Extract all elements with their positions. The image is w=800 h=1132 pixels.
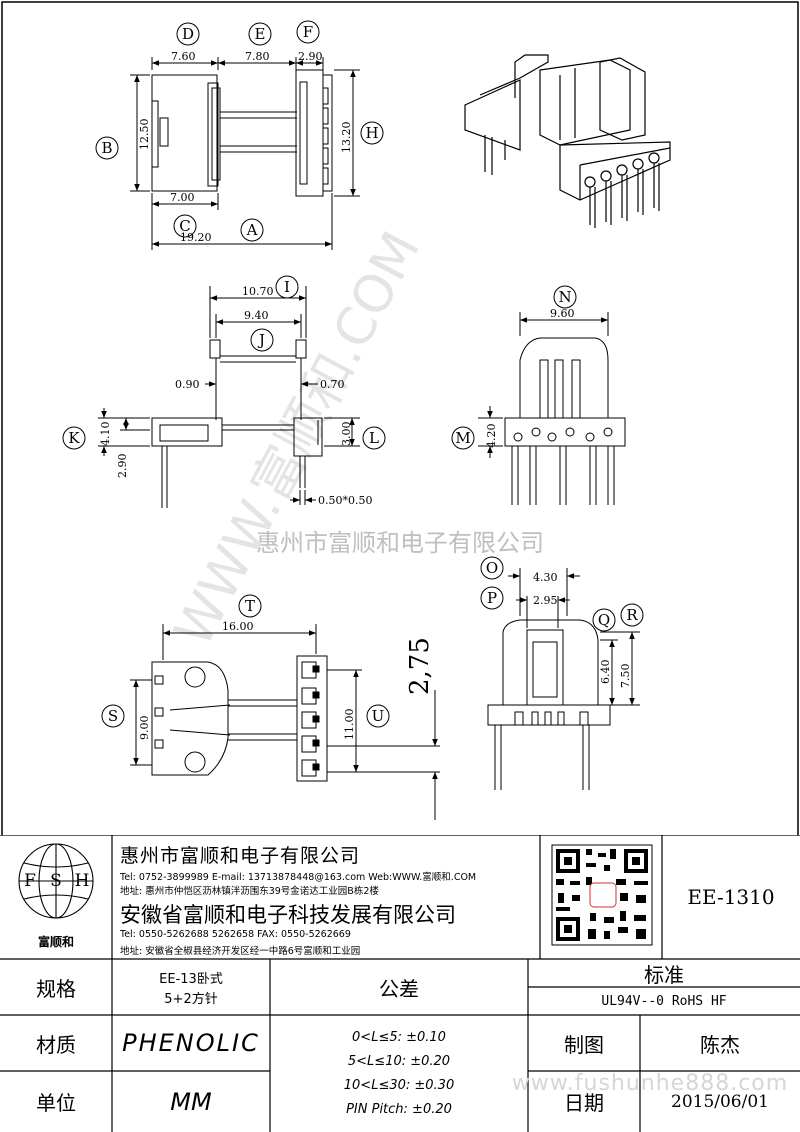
dim-0-70: 0.70 <box>320 378 345 391</box>
label-n: N <box>558 288 571 306</box>
dim-9-00: 9.00 <box>138 716 151 741</box>
company1-name: 惠州市富顺和电子有限公司 <box>120 845 361 867</box>
standard-value: UL94V--0 RoHS HF <box>601 993 727 1009</box>
side-view <box>478 312 626 505</box>
title-block-grid <box>0 835 800 1132</box>
logo-letter-h: H <box>74 871 90 891</box>
qr-code <box>551 844 653 946</box>
company1-tel: Tel: 0752-3899989 E-mail: 13713878448@16… <box>120 872 477 883</box>
drawn-value: 陈杰 <box>700 1032 740 1057</box>
logo-letter-f: F <box>24 871 36 891</box>
dim-2-75: 2,75 <box>405 637 435 695</box>
label-e: E <box>255 25 266 43</box>
isometric-view <box>464 54 671 228</box>
front-view <box>98 286 360 508</box>
label-d: D <box>182 25 194 43</box>
dim-4-30: 4.30 <box>533 571 558 584</box>
unit-label: 单位 <box>36 1091 76 1115</box>
label-h: H <box>365 124 378 142</box>
label-s: S <box>108 707 118 725</box>
bottom-view <box>130 624 440 820</box>
tolerance-3: 10<L≤30: ±0.30 <box>343 1077 455 1093</box>
date-value: 2015/06/01 <box>671 1091 769 1112</box>
tolerance-label: 公差 <box>379 976 419 1001</box>
drawn-label: 制图 <box>564 1032 604 1057</box>
dim-10-70: 10.70 <box>242 285 274 298</box>
label-r: R <box>626 606 638 624</box>
material-label: 材质 <box>36 1032 76 1057</box>
date-label: 日期 <box>564 1091 604 1115</box>
standard-label: 标准 <box>644 962 684 987</box>
top-view <box>130 57 360 250</box>
label-p: P <box>487 589 497 607</box>
dim-9-60: 9.60 <box>550 307 575 320</box>
part-number: EE-1310 <box>687 885 775 909</box>
label-a: A <box>246 221 258 239</box>
label-u: U <box>372 707 385 725</box>
dim-7-60: 7.60 <box>171 50 196 63</box>
label-j: J <box>257 331 265 349</box>
label-i: I <box>284 278 290 296</box>
dim-2-90-top: 2.90 <box>298 50 323 63</box>
dim-7-80: 7.80 <box>245 50 270 63</box>
tolerance-2: 5<L≤10: ±0.20 <box>347 1053 451 1069</box>
dim-2-90-side: 2.90 <box>116 454 129 479</box>
dim-9-40: 9.40 <box>244 309 269 322</box>
label-o: O <box>486 559 498 577</box>
dim-4-20: 4.20 <box>485 424 498 449</box>
dim-0-90: 0.90 <box>175 378 200 391</box>
dim-3-00: 3.00 <box>340 422 353 447</box>
company2-address: 地址: 安徽省全椒县经济开发区经一中路6号富顺和工业园 <box>120 946 361 957</box>
dim-11-00: 11.00 <box>343 709 356 741</box>
spec-value-1: EE-13卧式 <box>159 971 223 987</box>
logo-name: 富顺和 <box>37 934 74 949</box>
dim-6-40: 6.40 <box>599 660 612 685</box>
dim-7-50: 7.50 <box>619 664 632 689</box>
label-f: F <box>303 23 313 41</box>
dim-4-10: 4.10 <box>99 422 112 447</box>
material-value: PHENOLIC <box>122 1029 260 1057</box>
dim-0-50x0-50: 0.50*0.50 <box>318 494 372 507</box>
unit-value: MM <box>170 1087 212 1116</box>
dim-16-00: 16.00 <box>222 620 254 633</box>
company2-tel: Tel: 0550-5262688 5262658 FAX: 0550-5262… <box>120 929 351 940</box>
dim-13-20: 13.20 <box>340 122 353 154</box>
end-view <box>487 568 640 790</box>
watermark-center-text: 惠州市富顺和电子有限公司 <box>256 529 544 557</box>
label-k: K <box>68 429 80 447</box>
title-block: F S H 富顺和 惠州市富顺和电子有限公司 Tel: 0752-3899989… <box>0 835 800 1132</box>
label-circles-top <box>95 20 384 242</box>
dim-12-50: 12.50 <box>138 119 151 151</box>
spec-value-2: 5+2方针 <box>164 991 218 1007</box>
company1-address: 地址: 惠州市仲恺区沥林镇泮沥围东39号金诺达工业园B栋2楼 <box>120 886 379 897</box>
drawing-canvas: 惠州市富顺和电子有限公司 WWW.富顺和.COM <box>1 1 799 835</box>
watermark-bottom-text: www.fushunhe888.com <box>511 1070 789 1096</box>
label-c: C <box>179 217 190 235</box>
label-b: B <box>101 139 112 157</box>
dim-7-00: 7.00 <box>170 191 195 204</box>
logo-globe <box>18 843 94 919</box>
logo-letter-s: S <box>50 871 62 891</box>
tolerance-1: 0<L≤5: ±0.10 <box>352 1029 446 1045</box>
label-q: Q <box>598 611 610 629</box>
tolerance-4: PIN Pitch: ±0.20 <box>346 1101 452 1117</box>
company2-name: 安徽省富顺和电子科技发展有限公司 <box>120 903 456 927</box>
label-l: L <box>369 429 379 447</box>
label-t: T <box>245 597 255 615</box>
dim-19-20: 19.20 <box>180 231 212 244</box>
label-m: M <box>455 429 470 447</box>
spec-label: 规格 <box>36 976 76 1001</box>
dim-2-95: 2.95 <box>533 594 558 607</box>
